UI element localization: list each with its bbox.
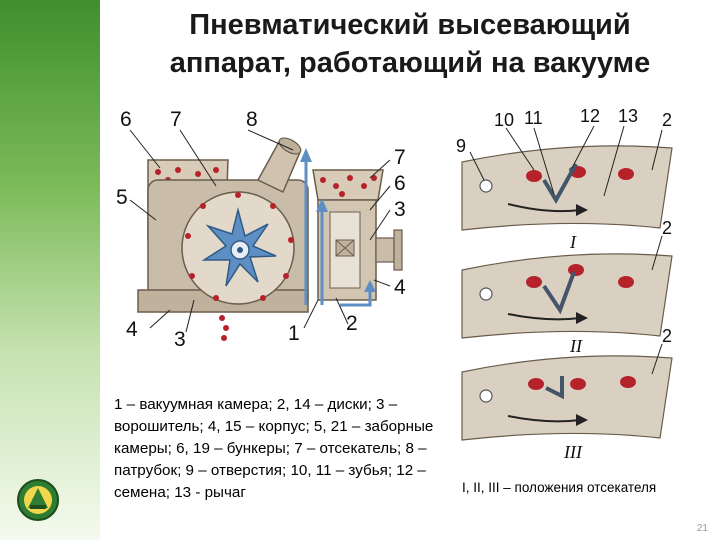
seeder-cross-section-diagram: 6 7 8 5 7 6 3 4 4 3 1 2 bbox=[108, 100, 448, 360]
label-12: 12 bbox=[580, 106, 600, 126]
roman-label-II: II bbox=[569, 336, 583, 356]
label-3-right: 3 bbox=[394, 198, 406, 221]
positions-caption: I, II, III – положения отсекателя bbox=[462, 480, 656, 495]
label-7-top: 7 bbox=[170, 108, 182, 131]
label-11: 11 bbox=[524, 108, 543, 128]
label-5: 5 bbox=[116, 186, 128, 209]
position-panel-1 bbox=[462, 146, 672, 230]
label-6-top: 6 bbox=[120, 108, 132, 131]
label-2-panel2: 2 bbox=[662, 218, 672, 238]
title-line-2: аппарат, работающий на вакууме bbox=[110, 44, 710, 82]
title-line-1: Пневматический высевающий bbox=[110, 6, 710, 44]
label-2-panel3: 2 bbox=[662, 326, 672, 346]
label-13: 13 bbox=[618, 106, 638, 126]
label-3-bottom: 3 bbox=[174, 328, 186, 351]
legend-text: 1 – вакуумная камера; 2, 14 – диски; 3 –… bbox=[114, 394, 444, 504]
label-8: 8 bbox=[246, 108, 258, 131]
position-panel-2 bbox=[462, 254, 672, 338]
label-2-bottom: 2 bbox=[346, 312, 358, 335]
slide-title: Пневматический высевающий аппарат, работ… bbox=[110, 6, 710, 82]
position-panel-3 bbox=[462, 356, 672, 440]
sidebar-gradient bbox=[0, 0, 100, 540]
label-1: 1 bbox=[288, 322, 300, 345]
label-4-right: 4 bbox=[394, 276, 406, 299]
roman-label-III: III bbox=[563, 442, 583, 462]
roman-label-I: I bbox=[569, 232, 577, 252]
label-6-right: 6 bbox=[394, 172, 406, 195]
page-number: 21 bbox=[697, 523, 708, 534]
logo-emblem bbox=[16, 478, 60, 522]
label-4-bottom: 4 bbox=[126, 318, 138, 341]
label-9: 9 bbox=[456, 136, 466, 156]
label-2-panel1: 2 bbox=[662, 110, 672, 130]
cutoff-positions-diagram: 10 11 12 13 2 9 2 2 I II III bbox=[448, 100, 708, 470]
label-10: 10 bbox=[494, 110, 514, 130]
label-7-right: 7 bbox=[394, 146, 406, 169]
